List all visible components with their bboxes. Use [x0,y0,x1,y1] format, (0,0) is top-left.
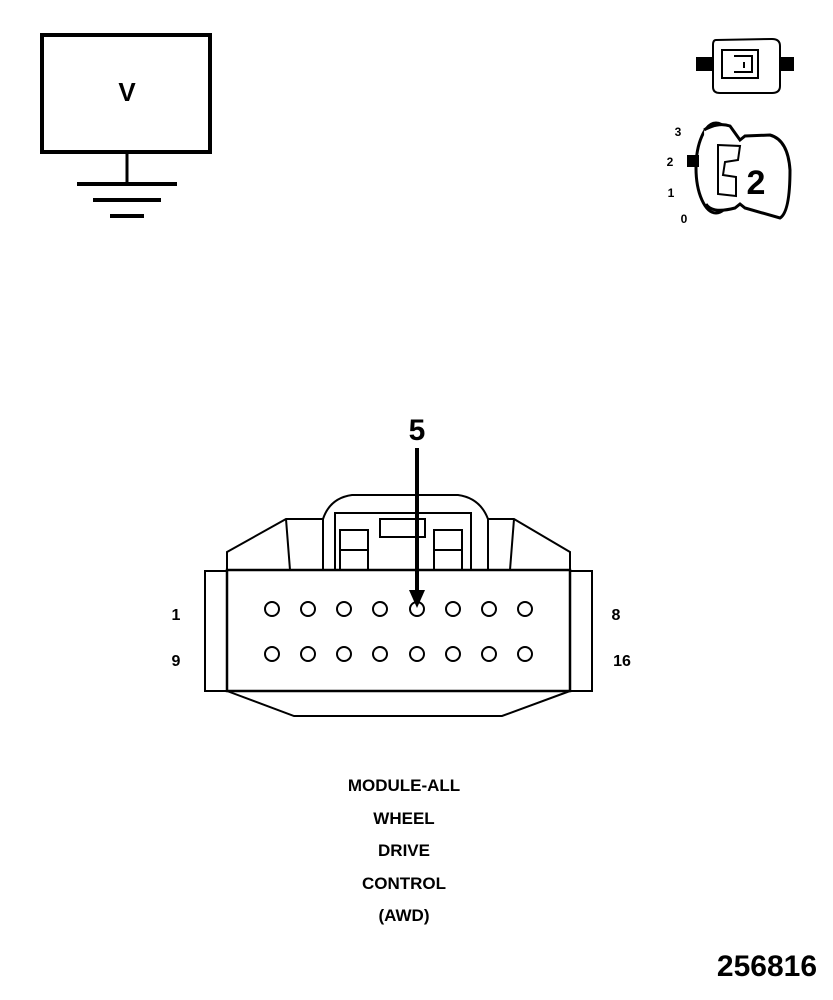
ignition-position-1: 1 [668,186,675,200]
pin-cavity [300,601,316,617]
pin-cavity [336,646,352,662]
row2-end-label: 16 [613,653,631,670]
pin-cavities [264,601,533,662]
caption-line: DRIVE [378,841,430,860]
row1-start-label: 1 [172,607,181,624]
pin-cavity [372,601,388,617]
pin-cavity [336,601,352,617]
voltmeter-box [40,33,212,154]
caption-line: CONTROL [361,873,447,893]
row1-end-label: 8 [612,607,621,624]
figure-number: 256816 [716,950,817,983]
callout-pin-number: 5 [409,414,426,447]
connector-disconnected-icon [696,37,794,94]
voltmeter: V [40,33,212,218]
pin-cavity [300,646,316,662]
pin-cavity [517,601,533,617]
ignition-key-icon [687,121,792,220]
pin-cavity [264,646,280,662]
pin-cavity [264,601,280,617]
pin-cavity [481,601,497,617]
pin-cavity [372,646,388,662]
connector-face: 5 1 8 9 16 [172,414,631,717]
pin-cavity [517,646,533,662]
pin-cavity [445,646,461,662]
connector-caption: MODULE-ALL WHEEL DRIVE CONTROL (AWD) [254,770,554,933]
pin-cavity [445,601,461,617]
caption-line: (AWD) [378,906,430,925]
pin-callout-arrow-icon [409,448,425,608]
ignition-position-2: 2 [667,155,674,169]
voltmeter-label: V [118,77,136,107]
caption-line: MODULE-ALL [347,776,461,795]
pin-cavity [409,646,425,662]
caption-line: WHEEL [373,808,435,828]
ignition-position-0: 0 [681,212,688,226]
ignition-position-3: 3 [675,125,682,139]
ignition-switch: 3 2 1 0 2 [667,121,792,226]
row2-start-label: 9 [172,653,181,670]
pin-cavity [481,646,497,662]
ignition-selected-position: 2 [747,164,766,202]
ground-symbol-icon [77,152,177,218]
